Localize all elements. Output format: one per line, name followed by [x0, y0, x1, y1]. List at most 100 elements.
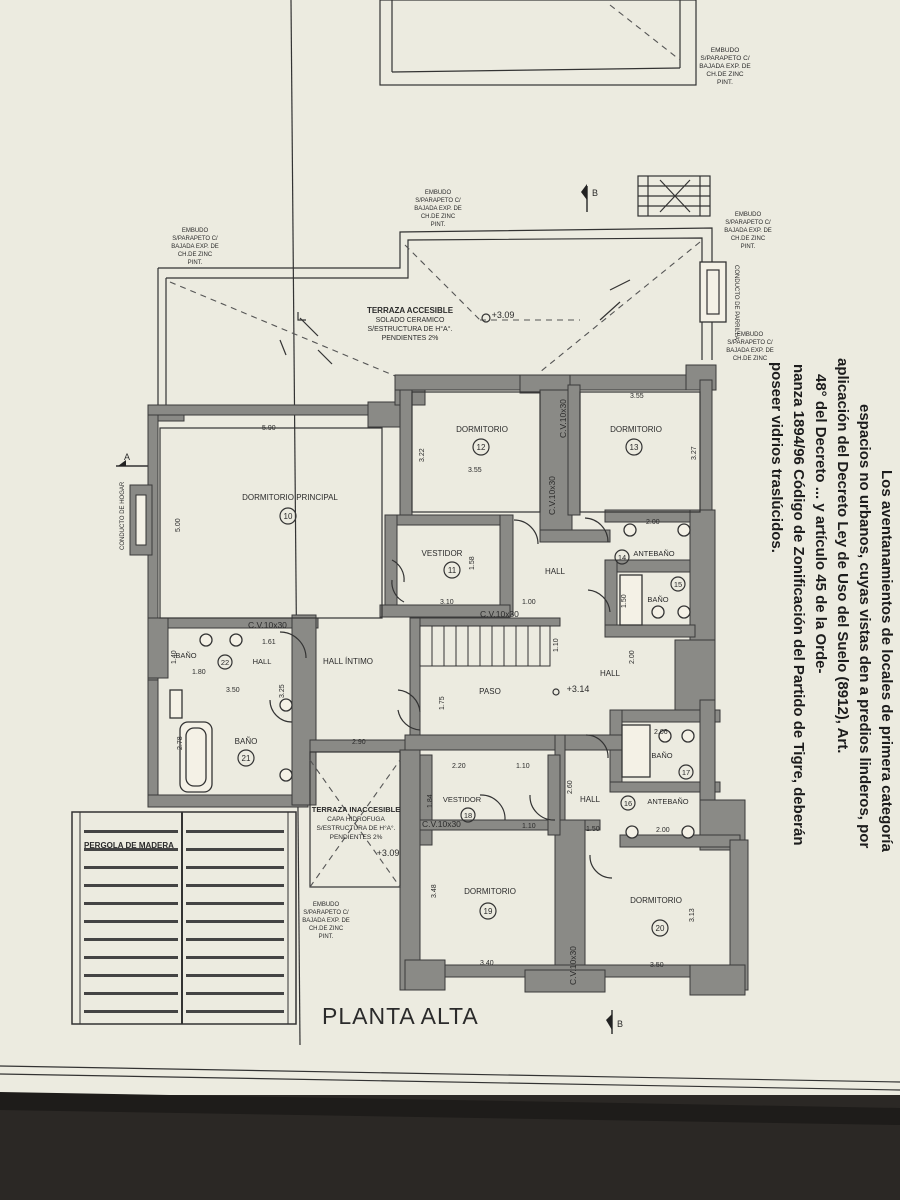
svg-text:3.48: 3.48: [431, 884, 438, 898]
svg-text:C.V.10x30: C.V.10x30: [480, 609, 519, 619]
pergola-slat: [186, 866, 284, 869]
room-12-name: DORMITORIO: [456, 425, 508, 434]
svg-text:2.90: 2.90: [352, 739, 366, 746]
hall-1: HALL: [253, 657, 272, 666]
svg-text:1.10: 1.10: [522, 823, 536, 830]
svg-text:C.V.10x30: C.V.10x30: [422, 819, 461, 829]
pergola-slat: [84, 884, 178, 887]
paper-edge-shadow: [0, 1092, 900, 1125]
svg-text:BAJADA EXP. DE: BAJADA EXP. DE: [726, 348, 774, 354]
svg-text:5.00: 5.00: [175, 518, 182, 532]
svg-text:1.75: 1.75: [439, 696, 446, 710]
room-17-name: BAÑO: [651, 751, 672, 760]
conducto-hogar-label: CONDUCTO DE HOGAR: [120, 481, 126, 550]
pergola-slat: [186, 974, 284, 977]
svg-text:PINT.: PINT.: [188, 260, 203, 266]
drawing-title: PLANTA ALTA: [322, 1003, 479, 1029]
svg-text:3.25: 3.25: [279, 684, 286, 698]
svg-text:PINT.: PINT.: [741, 244, 756, 250]
svg-text:PENDIENTES 2%: PENDIENTES 2%: [330, 834, 383, 841]
room-18-name: VESTIDOR: [443, 795, 482, 804]
svg-text:espacios no urbanos, cuyas vis: espacios no urbanos, cuyas vistas den a …: [856, 404, 873, 848]
embudo-note-center: EMBUDO S/PARAPETO C/ BAJADA EXP. DE CH.D…: [414, 190, 462, 228]
svg-text:poseer vidrios traslúcidos.: poseer vidrios traslúcidos.: [768, 362, 785, 553]
svg-text:EMBUDO: EMBUDO: [425, 190, 452, 196]
svg-text:S/PARAPETO C/: S/PARAPETO C/: [727, 340, 773, 346]
section-mark-b-top: B: [581, 184, 598, 212]
room-14-num: 14: [618, 553, 626, 562]
svg-text:+3.09: +3.09: [377, 848, 400, 858]
upper-structure: [379, 0, 697, 86]
pergola: [71, 811, 297, 1025]
pergola-slat: [84, 920, 178, 923]
svg-text:S/ESTRUCTURA DE H°A°.: S/ESTRUCTURA DE H°A°.: [317, 824, 396, 832]
svg-text:BAJADA EXP. DE: BAJADA EXP. DE: [699, 63, 751, 70]
svg-text:C.V.10x30: C.V.10x30: [248, 620, 287, 630]
svg-text:1.50: 1.50: [621, 594, 628, 608]
upper-diagonal: [609, 4, 681, 61]
terraza-accesible-label: TERRAZA ACCESIBLE SOLADO CERAMICO S/ESTR…: [367, 306, 514, 342]
svg-text:S/PARAPETO C/: S/PARAPETO C/: [172, 236, 218, 242]
room-19-num: 19: [484, 907, 493, 916]
room-11-name: VESTIDOR: [422, 549, 463, 558]
room-labels: DORMITORIO PRINCIPAL 10 VESTIDOR 11 DORM…: [175, 425, 694, 937]
svg-text:3.10: 3.10: [440, 599, 454, 606]
embudo-note-left: EMBUDO S/PARAPETO C/ BAJADA EXP. DE CH.D…: [171, 228, 219, 266]
pergola-slat: [84, 866, 178, 869]
svg-text:1.10: 1.10: [553, 638, 560, 652]
svg-text:3.55: 3.55: [630, 393, 644, 400]
svg-text:2.00: 2.00: [629, 650, 636, 664]
svg-text:S/PARAPETO C/: S/PARAPETO C/: [415, 198, 461, 204]
svg-text:B: B: [592, 188, 598, 198]
svg-text:nanza 1894/96 Código de Zonifi: nanza 1894/96 Código de Zonificación del…: [790, 364, 807, 846]
paper-bottom-border-2: [0, 1073, 900, 1091]
svg-text:CH.DE ZINC: CH.DE ZINC: [421, 214, 456, 220]
svg-text:EMBUDO: EMBUDO: [735, 212, 762, 218]
room-12-num: 12: [477, 443, 486, 452]
dimension-labels: 5.90 5.00 3.22 3.55 3.55 3.27 2.00 1.50 …: [171, 393, 698, 969]
pergola-slats: [84, 830, 284, 1013]
svg-text:1.61: 1.61: [262, 639, 276, 646]
svg-text:CH.DE ZINC: CH.DE ZINC: [706, 71, 744, 78]
svg-text:1.50: 1.50: [586, 826, 600, 833]
svg-text:1.00: 1.00: [522, 599, 536, 606]
svg-text:S/ESTRUCTURA DE H°A°.: S/ESTRUCTURA DE H°A°.: [368, 325, 453, 333]
room-20-num: 20: [656, 924, 665, 933]
svg-text:BAJADA EXP. DE: BAJADA EXP. DE: [302, 918, 350, 924]
svg-text:1.10: 1.10: [516, 763, 530, 770]
room-16-name: ANTEBAÑO: [647, 797, 688, 806]
svg-text:BAJADA EXP. DE: BAJADA EXP. DE: [414, 206, 462, 212]
door-swings: [269, 517, 613, 879]
paso-level: +3.14: [567, 684, 590, 694]
room-19-name: DORMITORIO: [464, 887, 516, 896]
svg-text:CH.DE ZINC: CH.DE ZINC: [309, 926, 344, 932]
svg-text:TERRAZA INACCESIBLE: TERRAZA INACCESIBLE: [312, 805, 400, 814]
walls: [129, 364, 749, 996]
room-22-num: 22: [221, 658, 229, 667]
room-13-num: 13: [630, 443, 639, 452]
svg-text:EMBUDO: EMBUDO: [711, 47, 740, 54]
svg-text:3.55: 3.55: [468, 467, 482, 474]
pergola-slat: [186, 992, 284, 995]
svg-text:3.40: 3.40: [480, 960, 494, 967]
svg-text:PINT.: PINT.: [319, 934, 334, 940]
svg-text:PINT.: PINT.: [431, 222, 446, 228]
pergola-slat: [186, 848, 284, 851]
cv-labels: C.V.10x30 C.V.10x30 C.V.10x30 C.V.10x30 …: [248, 399, 578, 985]
svg-text:1.84: 1.84: [427, 794, 434, 808]
svg-text:2.60: 2.60: [567, 780, 574, 794]
svg-text:3.50: 3.50: [226, 687, 240, 694]
svg-text:1.40: 1.40: [171, 650, 178, 664]
svg-text:BAJADA EXP. DE: BAJADA EXP. DE: [724, 228, 772, 234]
room-21-name: BAÑO: [235, 737, 258, 746]
terraza-inaccesible-label: TERRAZA INACCESIBLE CAPA HIDROFUGA S/EST…: [312, 805, 400, 858]
embudo-note-bottom: EMBUDO S/PARAPETO C/ BAJADA EXP. DE CH.D…: [302, 902, 350, 940]
svg-text:B: B: [617, 1019, 623, 1029]
pergola-slat: [84, 992, 178, 995]
svg-text:3.27: 3.27: [691, 446, 698, 460]
svg-text:2.00: 2.00: [646, 519, 660, 526]
pergola-slat: [84, 974, 178, 977]
svg-text:CAPA HIDROFUGA: CAPA HIDROFUGA: [327, 816, 385, 823]
conducto-parrilla: [699, 261, 727, 323]
